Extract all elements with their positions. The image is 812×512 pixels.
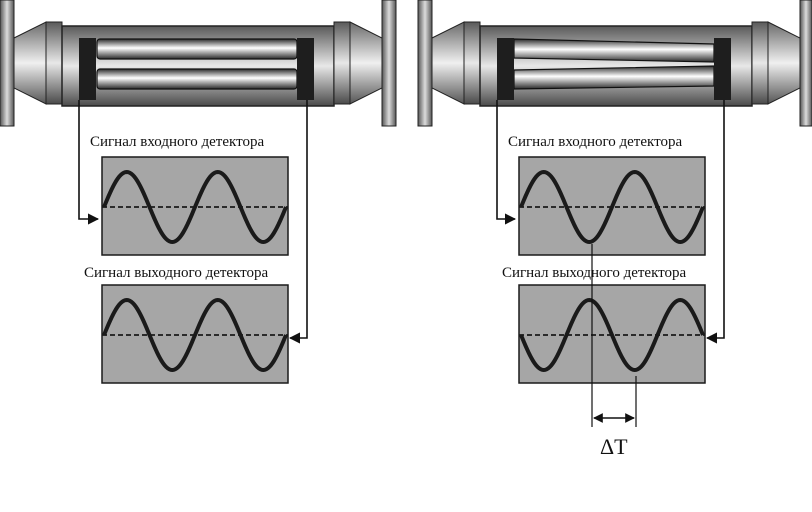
outlet-cone — [349, 21, 383, 105]
outlet-detector — [297, 38, 314, 100]
inlet-flange — [417, 0, 433, 127]
meter-body — [61, 25, 335, 107]
outlet-cone — [767, 21, 801, 105]
flow-tube-left — [0, 0, 397, 127]
inlet-detector — [79, 38, 96, 100]
outlet-collar — [751, 21, 769, 105]
inlet-collar — [463, 21, 481, 105]
input-signal-wire — [496, 100, 517, 225]
output-signal-wave — [519, 297, 705, 373]
output-detector-label: Сигнал выходного детектора — [502, 265, 687, 281]
outlet-flange — [381, 0, 397, 127]
outlet-flange — [799, 0, 812, 127]
delta-t-label: ΔT — [600, 434, 628, 459]
input-signal-wave — [102, 169, 288, 245]
input-detector-label: Сигнал входного детектора — [508, 134, 682, 150]
outlet-collar — [333, 21, 351, 105]
input-signal-wave — [519, 169, 705, 245]
output-signal-wave — [102, 297, 288, 373]
outlet-detector — [714, 38, 731, 100]
inlet-collar — [45, 21, 63, 105]
panel-right: Сигнал входного детектора Сигнал выходно… — [417, 0, 812, 459]
input-signal-wire — [78, 100, 100, 225]
inlet-flange — [0, 0, 15, 127]
measuring-tube-lower — [96, 68, 298, 90]
output-signal-wire — [705, 100, 725, 344]
inlet-detector — [497, 38, 514, 100]
measuring-tube-lower-twisted — [513, 65, 715, 90]
output-signal-wire — [288, 100, 308, 344]
measuring-tube-upper — [96, 38, 298, 60]
inlet-cone — [13, 21, 47, 105]
inlet-cone — [431, 21, 465, 105]
flow-tube-right — [417, 0, 812, 127]
panel-left: Сигнал входного детектора Сигнал выходно… — [0, 0, 397, 384]
output-detector-label: Сигнал выходного детектора — [84, 265, 269, 281]
input-detector-label: Сигнал входного детектора — [90, 134, 264, 150]
